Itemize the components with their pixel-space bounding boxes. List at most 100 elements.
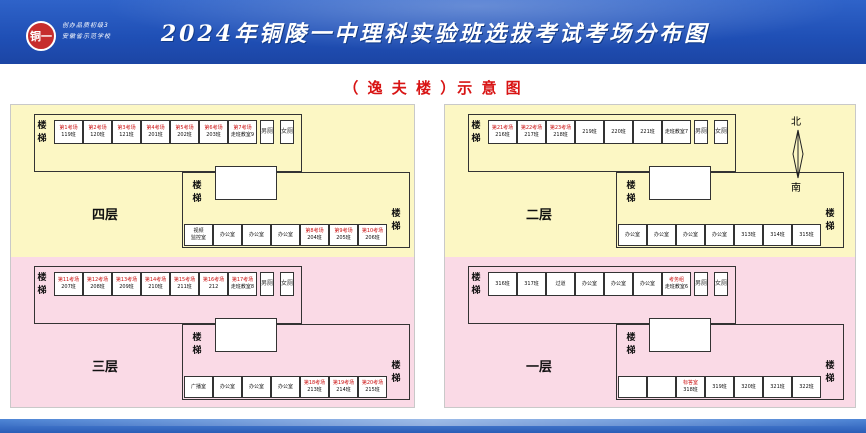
floor1-bottom-room-3-line2: 318班: [683, 387, 698, 393]
compass-south-label: 南: [791, 181, 801, 194]
floor1-top-room-4: 办公室: [575, 272, 604, 296]
floor3-top-room-7: 第17考场走班教室8: [228, 272, 257, 296]
floor3-top-room-1-line1: 第11考场: [57, 277, 80, 283]
floor4-top-room-2-line2: 120班: [90, 132, 105, 138]
floor3-top-room-5-line2: 211班: [177, 284, 192, 290]
floor1-top-room-6-line1: 办公室: [639, 280, 655, 287]
floor2-top-corridor-wall: [468, 114, 736, 172]
floor2-bottom-room-6: 314班: [763, 224, 792, 246]
floor2-bottom-room-2-line1: 办公室: [653, 231, 669, 238]
floor2-top-room-6-line1: 221班: [640, 128, 655, 135]
page-title: 2024年铜陵一中理科实验班选拔考试考场分布图: [160, 21, 710, 47]
floor2-bottom-room-4: 办公室: [705, 224, 734, 246]
floor3-top-corridor-wall: [34, 266, 302, 324]
floor2-top-room-5-line1: 220班: [611, 128, 626, 135]
floor1-top-room-7-line1: 考务组: [668, 277, 684, 283]
floor2-bottom-room-5: 313班: [734, 224, 763, 246]
school-motto: 创办品质初级3 安徽省示范学校: [62, 20, 134, 42]
floor3-top-room-4-line2: 210班: [148, 284, 163, 290]
floor2-bottom-room-6-line1: 314班: [770, 231, 785, 238]
floor3-top-room-1-line2: 207班: [61, 284, 76, 290]
floor3-bottom-room-2: 办公室: [213, 376, 242, 398]
floor2-bottom-room-1: 办公室: [618, 224, 647, 246]
floor3-top-room-5-line1: 第15考场: [173, 277, 196, 283]
footer-bar: [0, 419, 866, 433]
floor2-wc-women: 女厕: [714, 120, 728, 144]
floor3-top-room-2-line1: 第12考场: [86, 277, 109, 283]
floor4-bottom-corridor-wall: [182, 172, 410, 248]
floor4-top-room-3-line1: 第3考场: [117, 125, 136, 131]
header-banner: 铜一 创办品质初级3 安徽省示范学校 2024年铜陵一中理科实验班选拔考试考场分…: [0, 0, 866, 64]
floor4-top-room-1-line2: 119班: [61, 132, 76, 138]
floor2-wc-men: 男厕: [694, 120, 708, 144]
floor1-bottom-room-7-line1: 322班: [799, 383, 814, 390]
floor3-bottom-room-3: 办公室: [242, 376, 271, 398]
floor4-floor-label: 四层: [92, 208, 119, 223]
floor1-bottom-room-1: [618, 376, 647, 398]
floor2-bottom-room-7-line1: 315班: [799, 231, 814, 238]
floor2-top-room-7-line1: 走班教室7: [664, 128, 689, 135]
floor4-stair-middle: 楼梯: [192, 181, 202, 204]
floor1-bottom-room-6: 321班: [763, 376, 792, 398]
floor1-bottom-room-6-line1: 321班: [770, 383, 785, 390]
floor2-top-room-3-line2: 218班: [553, 132, 568, 138]
floor1-bottom-room-3-line1: 标答室: [682, 380, 698, 386]
floor3-bottom-room-1: 广播室: [184, 376, 213, 398]
floor1-stair-middle: 楼梯: [626, 333, 636, 356]
floor2-top-room-6: 221班: [633, 120, 662, 144]
floor4-bottom-room-3: 办公室: [242, 224, 271, 246]
floor4-top-room-1-line1: 第1考场: [59, 125, 78, 131]
floor1-top-room-4-line1: 办公室: [581, 280, 597, 287]
floor3-courtyard: [215, 318, 277, 352]
floor4-top-room-7: 第7考场走班教室9: [228, 120, 257, 144]
floor2-top-room-2-line1: 第22考场: [520, 125, 543, 131]
floor4-top-room-3-line2: 121班: [119, 132, 134, 138]
floor3-wc-women: 女厕: [280, 272, 294, 296]
floor1-stair-left: 楼梯: [471, 273, 481, 296]
floor3-stair-middle: 楼梯: [192, 333, 202, 356]
floor1-top-room-1: 316班: [488, 272, 517, 296]
floor1-top-room-5: 办公室: [604, 272, 633, 296]
floor3-bottom-room-7-line1: 第20考场: [361, 380, 384, 386]
floor1-top-room-2-line1: 317班: [524, 280, 539, 287]
floor1-bottom-room-2: [647, 376, 676, 398]
floor1-bottom-room-4: 319班: [705, 376, 734, 398]
floor3-top-room-7-line1: 第17考场: [231, 277, 254, 283]
floor1-top-room-7-line2: 走班教室6: [664, 284, 689, 290]
floor4-bottom-room-7-line2: 206班: [365, 235, 380, 241]
floor4-bottom-room-1-line2: 监控室: [190, 235, 206, 241]
floor3-bottom-room-3-line1: 办公室: [248, 383, 264, 390]
floor1-bottom-room-5-line1: 320班: [741, 383, 756, 390]
floor3-top-room-2-line2: 208班: [90, 284, 105, 290]
floor3-stair-left: 楼梯: [37, 273, 47, 296]
floor1-top-room-7: 考务组走班教室6: [662, 272, 691, 296]
floor3-bottom-room-6-line1: 第19考场: [332, 380, 355, 386]
floor1-wc-women: 女厕: [714, 272, 728, 296]
floor4-bottom-room-6-line2: 205班: [336, 235, 351, 241]
floor3-top-room-3-line1: 第13考场: [115, 277, 138, 283]
floor4-top-room-2-line1: 第2考场: [88, 125, 107, 131]
floor2-stair-middle: 楼梯: [626, 181, 636, 204]
floor2-bottom-corridor-wall: [616, 172, 844, 248]
floor4-bottom-room-6-line1: 第9考场: [334, 228, 353, 234]
floor2-top-room-2-line2: 217班: [524, 132, 539, 138]
floor1-top-room-5-line1: 办公室: [610, 280, 626, 287]
floor3-top-room-6-line1: 第16考场: [202, 277, 225, 283]
floor4-wc-women: 女厕: [280, 120, 294, 144]
floor1-top-room-3: 过道: [546, 272, 575, 296]
floor1-bottom-room-4-line1: 319班: [712, 383, 727, 390]
floor4-wc-men: 男厕: [260, 120, 274, 144]
floor2-top-room-4: 219班: [575, 120, 604, 144]
floor4-bottom-room-5-line1: 第8考场: [305, 228, 324, 234]
